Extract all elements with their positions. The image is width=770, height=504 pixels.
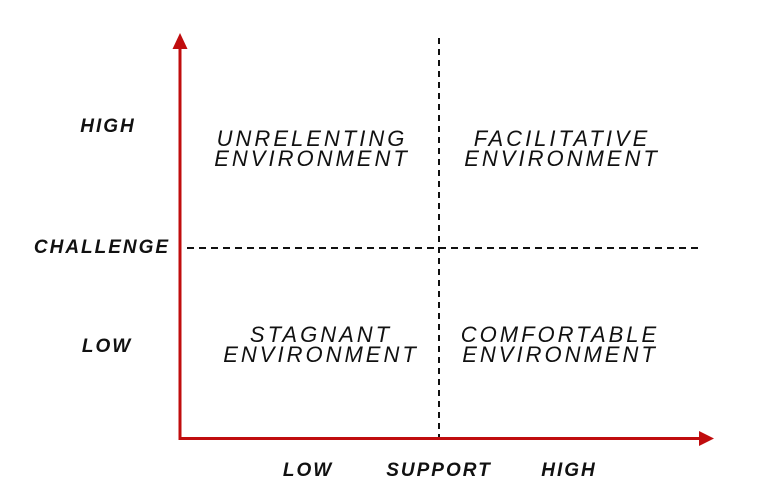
quadrant-bottom-left-line1: STAGNANT (249, 322, 393, 347)
x-axis-high-label: HIGH (541, 460, 597, 481)
y-axis-title: CHALLENGE (33, 237, 171, 258)
x-axis-title: SUPPORT (386, 460, 492, 481)
quadrant-top-right-label: FACILITATIVE ENVIRONMENT (464, 126, 660, 171)
y-axis-high-label: HIGH (80, 116, 136, 137)
y-axis-low-label: LOW (81, 336, 133, 357)
quadrant-top-left-line2: ENVIRONMENT (214, 146, 410, 171)
quadrant-bottom-left-line2: ENVIRONMENT (223, 342, 419, 367)
quadrant-bottom-right-label: COMFORTABLE ENVIRONMENT (460, 322, 660, 367)
quadrant-top-left-label: UNRELENTING ENVIRONMENT (214, 126, 410, 171)
quadrant-bottom-right-line1: COMFORTABLE (460, 322, 660, 347)
quadrant-top-left-line1: UNRELENTING (216, 126, 408, 151)
quadrant-top-right-line2: ENVIRONMENT (464, 146, 660, 171)
quadrant-top-right-line1: FACILITATIVE (473, 126, 651, 151)
x-axis-arrowhead-icon (699, 431, 714, 446)
quadrant-bottom-left-label: STAGNANT ENVIRONMENT (223, 322, 419, 367)
y-axis-arrowhead-icon (172, 33, 188, 49)
x-axis-low-label: LOW (282, 460, 334, 481)
quadrant-bottom-right-line2: ENVIRONMENT (462, 342, 658, 367)
